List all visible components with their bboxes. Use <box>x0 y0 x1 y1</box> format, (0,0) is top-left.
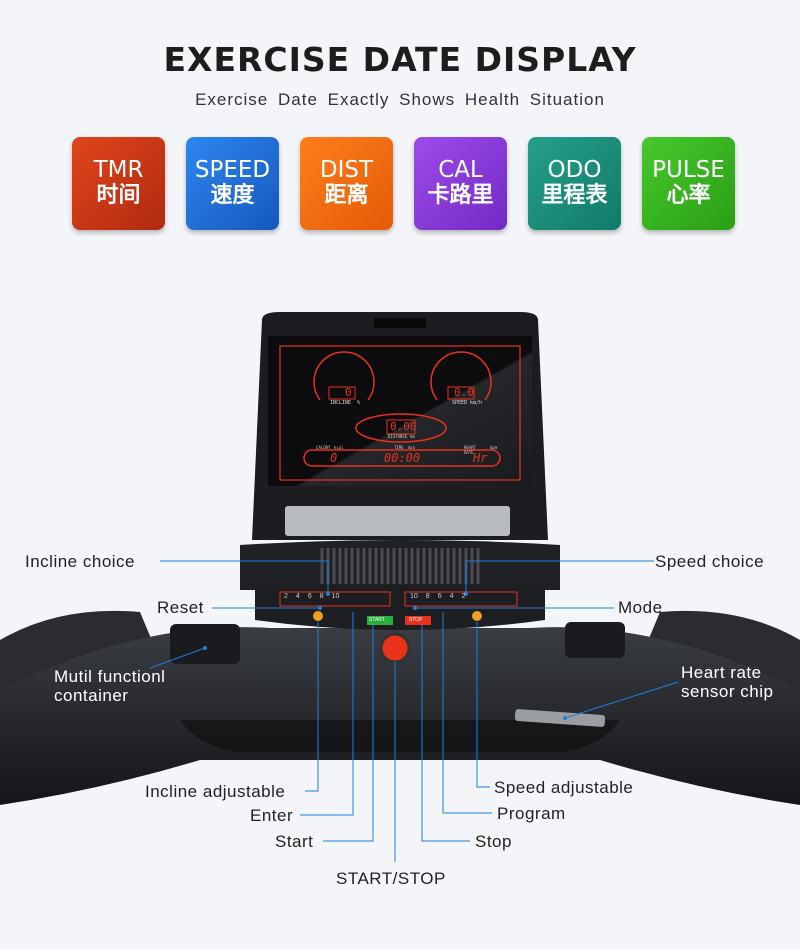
tablet-holder <box>285 506 510 536</box>
calorie-label: CALORY <box>316 445 331 450</box>
start-key[interactable] <box>367 616 393 625</box>
distance-readout: 0.00 <box>390 420 417 433</box>
label-container-2: container <box>54 686 129 705</box>
time-readout: 00:00 <box>384 451 421 465</box>
speed-key-2[interactable]: 2 <box>461 593 466 600</box>
incline-unit: % <box>357 400 361 406</box>
tile-label-en: SPEED <box>194 157 271 183</box>
speed-key-6[interactable]: 6 <box>437 593 442 600</box>
distance-label: DISTANCE <box>388 434 408 439</box>
label-incline-adjustable: Incline adjustable <box>145 782 286 801</box>
tile-label-en: ODO <box>547 157 602 183</box>
speed-key-4[interactable]: 4 <box>449 593 454 600</box>
heart-rate-sensor <box>514 709 606 727</box>
tile-label-en: PULSE <box>652 157 725 183</box>
heart-rate-label: HEART RATE <box>464 445 477 455</box>
label-program: Program <box>497 804 566 823</box>
lcd-display <box>268 336 532 486</box>
speed-label: SPEED <box>452 400 468 406</box>
label-speed-adjustable: Speed adjustable <box>494 778 634 797</box>
handlebar-deck <box>0 627 800 805</box>
incline-key-4[interactable]: 4 <box>295 593 300 600</box>
incline-readout: 0 <box>345 386 352 399</box>
label-mode: Mode <box>618 598 663 617</box>
incline-key-8[interactable]: 8 <box>319 593 324 600</box>
label-enter: Enter <box>250 806 294 825</box>
speed-adjust-key[interactable] <box>472 611 482 621</box>
label-start-stop: START/STOP <box>336 869 446 888</box>
speed-key-8[interactable]: 8 <box>425 593 430 600</box>
tile-label-en: TMR <box>93 157 144 183</box>
tile-label-en: DIST <box>319 157 374 183</box>
fan-grille: /* placeholder */ <box>320 548 480 584</box>
speed-key-10[interactable]: 10 <box>410 593 418 600</box>
tile-label-en: CAL <box>438 157 483 183</box>
speed-unit: km/h <box>470 400 483 406</box>
time-unit: min <box>408 445 416 450</box>
label-incline-choice: Incline choice <box>25 552 136 571</box>
tile-label-zh: 里程表 <box>541 183 608 208</box>
incline-key-2[interactable]: 2 <box>284 593 288 600</box>
tile-label-zh: 心率 <box>666 183 711 208</box>
distance-unit: km <box>410 434 415 439</box>
start-key-label: START <box>369 617 385 623</box>
leader-lines <box>149 560 679 862</box>
stop-key[interactable] <box>405 616 431 625</box>
multi-function-container <box>170 624 240 664</box>
incline-key-6[interactable]: 6 <box>307 593 312 600</box>
page-subtitle: Exercise Date Exactly Shows Health Situa… <box>195 90 605 109</box>
label-hr-sensor-2: sensor chip <box>681 682 774 701</box>
tile-label-zh: 时间 <box>96 183 141 208</box>
stop-key-label: STOP <box>409 617 423 623</box>
incline-key-10[interactable]: 10 <box>331 593 340 600</box>
label-start: Start <box>275 832 314 851</box>
calorie-unit: kcal <box>334 445 344 450</box>
label-speed-choice: Speed choice <box>655 552 765 571</box>
start-stop-button[interactable] <box>379 632 411 664</box>
speed-readout: 0.0 <box>454 386 474 399</box>
incline-label: INCLINE <box>330 400 352 406</box>
tile-label-zh: 卡路里 <box>427 183 494 208</box>
time-label: TIME <box>394 445 404 450</box>
label-container-1: Mutil functionl <box>54 667 166 686</box>
tile-label-zh: 距离 <box>324 183 369 208</box>
right-container <box>565 622 625 658</box>
page-title: EXERCISE DATE DISPLAY <box>163 40 637 79</box>
keypad-panel <box>255 585 545 630</box>
heart-rate-unit: bpm <box>490 445 498 450</box>
label-hr-sensor-1: Heart rate <box>681 663 762 682</box>
label-reset: Reset <box>157 598 204 617</box>
tile-label-zh: 速度 <box>210 183 255 208</box>
heart-rate-readout: Hr <box>473 451 488 465</box>
label-stop: Stop <box>475 832 512 851</box>
calorie-readout: 0 <box>330 451 338 465</box>
incline-adjust-key[interactable] <box>313 611 323 621</box>
